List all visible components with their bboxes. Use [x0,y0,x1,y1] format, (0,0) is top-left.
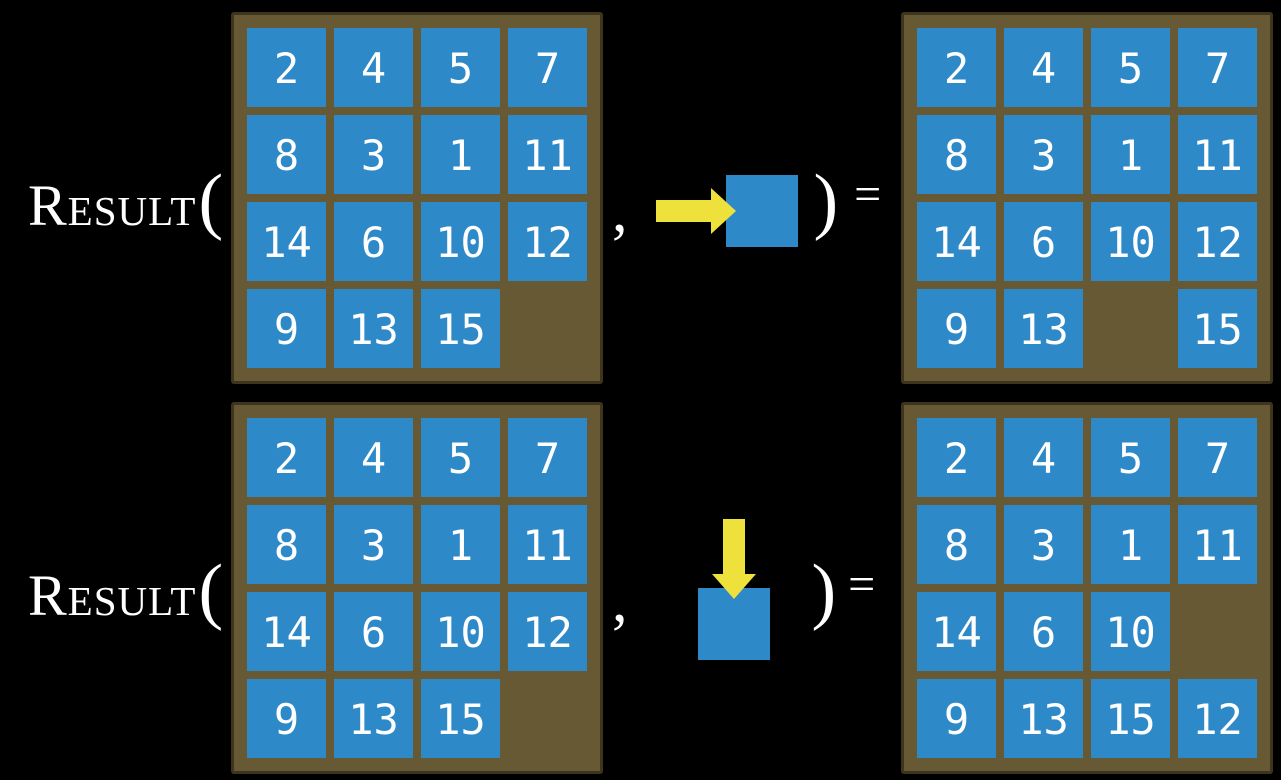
tile-6: 6 [334,202,413,281]
tile-7: 7 [508,418,587,497]
tile-5: 5 [421,418,500,497]
tile-7: 7 [508,28,587,107]
tile-15: 15 [421,289,500,368]
tile-3: 3 [334,505,413,584]
tile-10: 10 [1091,592,1170,671]
arrow-down-icon [711,518,756,599]
empty-cell [1091,289,1170,368]
tile-2: 2 [247,28,326,107]
tile-11: 11 [508,505,587,584]
tile-10: 10 [421,592,500,671]
tile-5: 5 [1091,418,1170,497]
tile-14: 14 [247,202,326,281]
tile-9: 9 [917,679,996,758]
tile-9: 9 [247,289,326,368]
action-move-down [697,518,770,660]
arrow-right-icon [655,188,736,234]
tile-9: 9 [247,679,326,758]
close-paren: ) [813,160,839,242]
blank-tile-square [725,175,798,247]
comma: , [612,177,628,245]
tile-8: 8 [917,115,996,194]
tile-5: 5 [421,28,500,107]
tile-14: 14 [247,592,326,671]
comma: , [612,567,628,635]
tile-3: 3 [1004,115,1083,194]
tile-2: 2 [917,28,996,107]
tile-4: 4 [334,418,413,497]
equals-sign: = [848,558,876,611]
tile-11: 11 [1178,505,1257,584]
tile-8: 8 [247,115,326,194]
function-name: Result [28,563,197,628]
tile-6: 6 [334,592,413,671]
tile-12: 12 [1178,202,1257,281]
action-move-right [655,175,798,247]
tile-12: 12 [1178,679,1257,758]
tile-2: 2 [247,418,326,497]
function-label: Result( [28,554,223,628]
tile-7: 7 [1178,28,1257,107]
tile-3: 3 [1004,505,1083,584]
tile-1: 1 [421,505,500,584]
tile-10: 10 [1091,202,1170,281]
equals-sign: = [854,168,882,221]
empty-cell [508,289,587,368]
tile-1: 1 [421,115,500,194]
empty-cell [508,679,587,758]
tile-14: 14 [917,202,996,281]
tile-7: 7 [1178,418,1257,497]
open-paren: ( [198,550,224,632]
tile-10: 10 [421,202,500,281]
tile-6: 6 [1004,202,1083,281]
tile-11: 11 [1178,115,1257,194]
tile-4: 4 [1004,28,1083,107]
tile-8: 8 [917,505,996,584]
tile-1: 1 [1091,115,1170,194]
tile-4: 4 [1004,418,1083,497]
tile-6: 6 [1004,592,1083,671]
tile-1: 1 [1091,505,1170,584]
function-label: Result( [28,164,223,238]
tile-9: 9 [917,289,996,368]
tile-15: 15 [1091,679,1170,758]
tile-13: 13 [1004,679,1083,758]
tile-4: 4 [334,28,413,107]
empty-cell [1178,592,1257,671]
tile-5: 5 [1091,28,1170,107]
open-paren: ( [198,160,224,242]
equation-middle: , ) = [600,390,900,780]
tile-12: 12 [508,592,587,671]
tile-15: 15 [421,679,500,758]
tile-8: 8 [247,505,326,584]
tile-13: 13 [1004,289,1083,368]
equation-middle: , ) = [600,0,900,390]
function-name: Result [28,173,197,238]
tile-15: 15 [1178,289,1257,368]
tile-11: 11 [508,115,587,194]
tile-12: 12 [508,202,587,281]
close-paren: ) [811,550,837,632]
tile-2: 2 [917,418,996,497]
tile-3: 3 [334,115,413,194]
tile-13: 13 [334,679,413,758]
tile-14: 14 [917,592,996,671]
tile-13: 13 [334,289,413,368]
blank-tile-square [697,587,770,660]
